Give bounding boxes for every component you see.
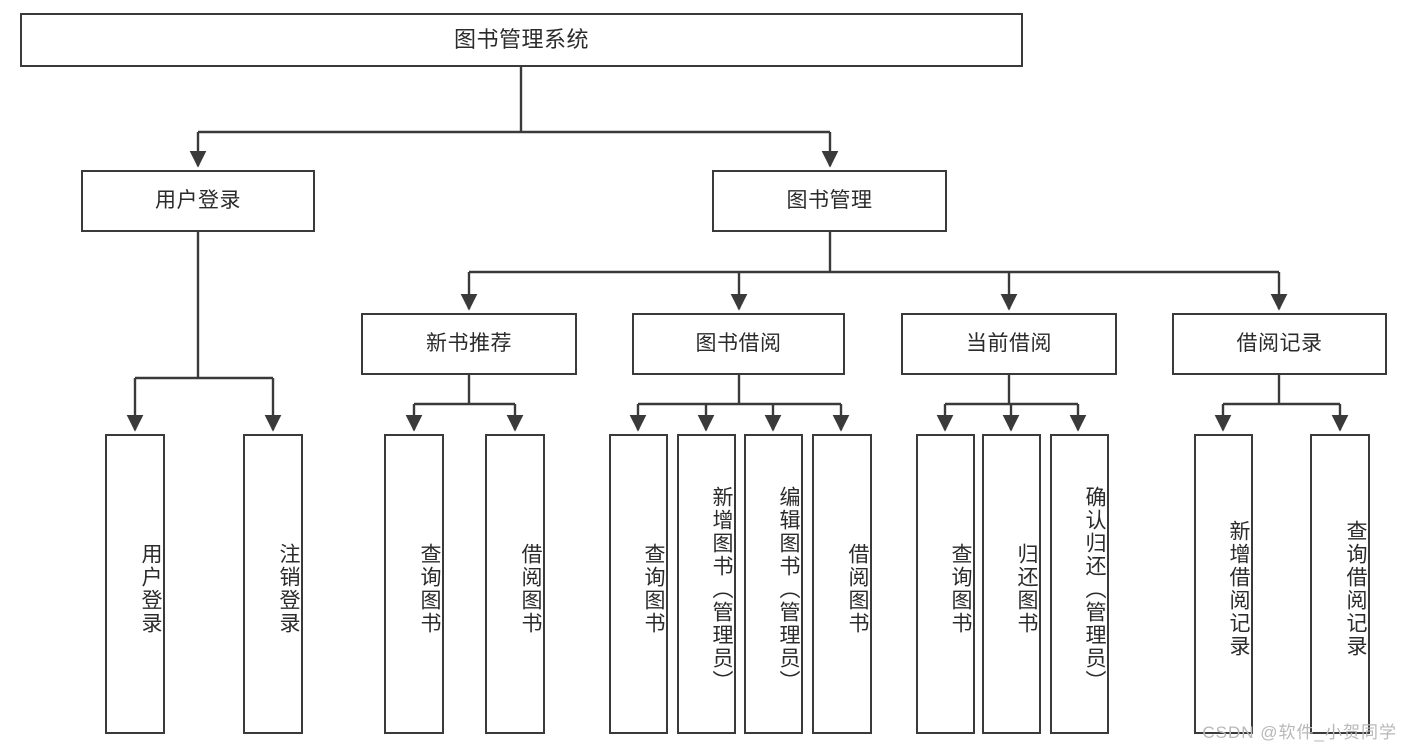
watermark-text: CSDN @软件_小贺同学: [1202, 723, 1397, 742]
leaf-current-borrow-return-book[interactable]: 归还图书: [982, 434, 1041, 734]
leaf-user-login-login[interactable]: 用户登录: [105, 434, 165, 734]
leaf-new-book-query-book[interactable]: 查询图书: [384, 434, 444, 734]
node-borrow-record[interactable]: 借阅记录: [1172, 313, 1387, 375]
node-book-borrow[interactable]: 图书借阅: [632, 313, 845, 375]
leaf-current-borrow-query-book[interactable]: 查询图书: [916, 434, 975, 734]
leaf-book-borrow-borrow-book[interactable]: 借阅图书: [812, 434, 872, 734]
node-new-book-recommend[interactable]: 新书推荐: [361, 313, 577, 375]
leaf-book-borrow-edit-book[interactable]: 编辑图书（管理员）: [744, 434, 803, 734]
leaf-new-book-borrow-book[interactable]: 借阅图书: [485, 434, 545, 734]
leaf-borrow-record-query-record[interactable]: 查询借阅记录: [1310, 434, 1370, 734]
leaf-borrow-record-add-record[interactable]: 新增借阅记录: [1194, 434, 1253, 734]
node-current-borrow[interactable]: 当前借阅: [901, 313, 1117, 375]
node-user-login[interactable]: 用户登录: [81, 170, 315, 232]
leaf-book-borrow-add-book[interactable]: 新增图书（管理员）: [677, 434, 736, 734]
leaf-current-borrow-confirm-return[interactable]: 确认归还（管理员）: [1050, 434, 1109, 734]
leaf-user-login-logout[interactable]: 注销登录: [243, 434, 303, 734]
leaf-book-borrow-query-book[interactable]: 查询图书: [609, 434, 668, 734]
node-root-system[interactable]: 图书管理系统: [20, 13, 1023, 67]
node-book-management[interactable]: 图书管理: [712, 170, 947, 232]
